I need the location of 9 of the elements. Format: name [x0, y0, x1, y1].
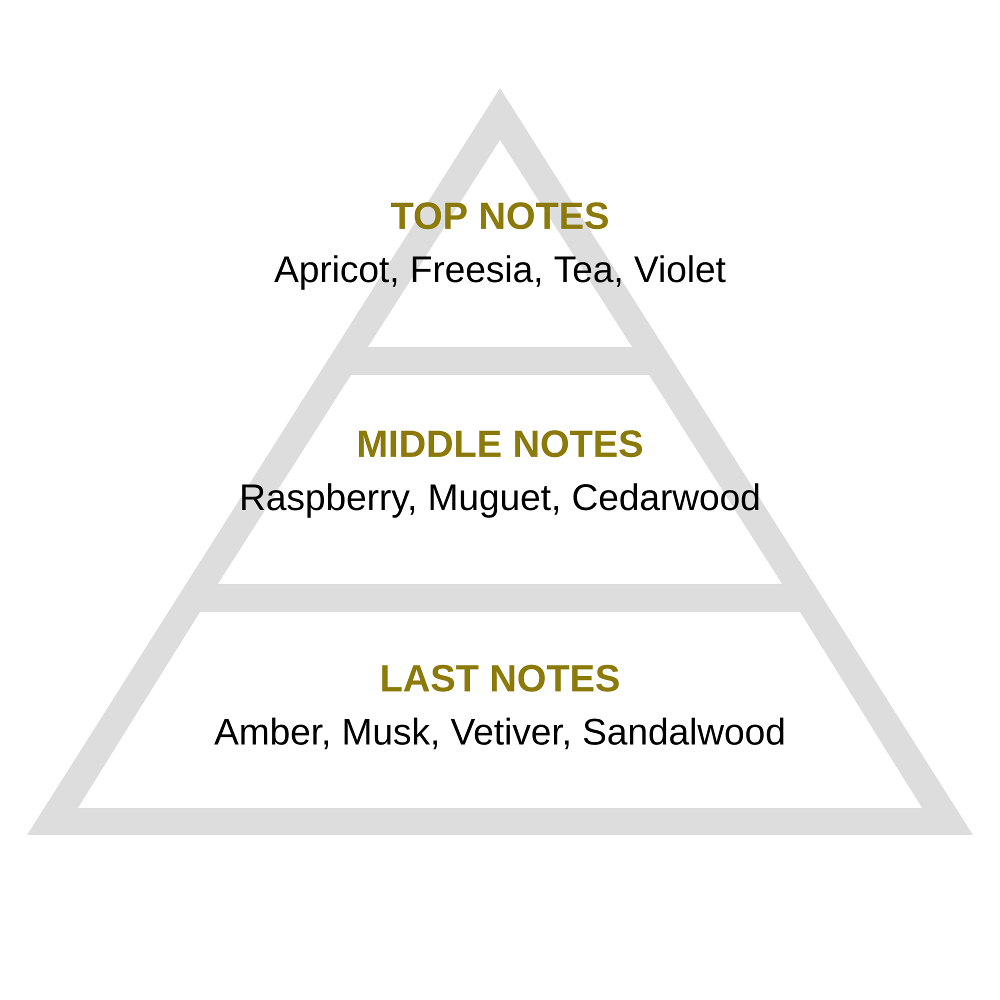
- node-label: MIDDLE NOTES: [358, 430, 642, 458]
- node-label: Raspberry, Muguet, Cedarwood: [242, 483, 758, 518]
- node-label: Apricot, Freesia, Tea, Violet: [274, 255, 726, 290]
- node-label: Amber, Musk, Vetiver, Sandalwood: [214, 718, 784, 750]
- pyramid-tier: TOP NOTES Apricot, Freesia, Tea, Violet: [274, 140, 726, 347]
- node-label: TOP NOTES: [391, 202, 608, 230]
- pyramid-tier: LAST NOTES Amber, Musk, Vetiver, Sandalwood: [78, 612, 922, 808]
- pyramid-tier: MIDDLE NOTES Raspberry, Muguet, Cedarwood: [218, 375, 782, 584]
- node-label: LAST NOTES: [382, 664, 619, 692]
